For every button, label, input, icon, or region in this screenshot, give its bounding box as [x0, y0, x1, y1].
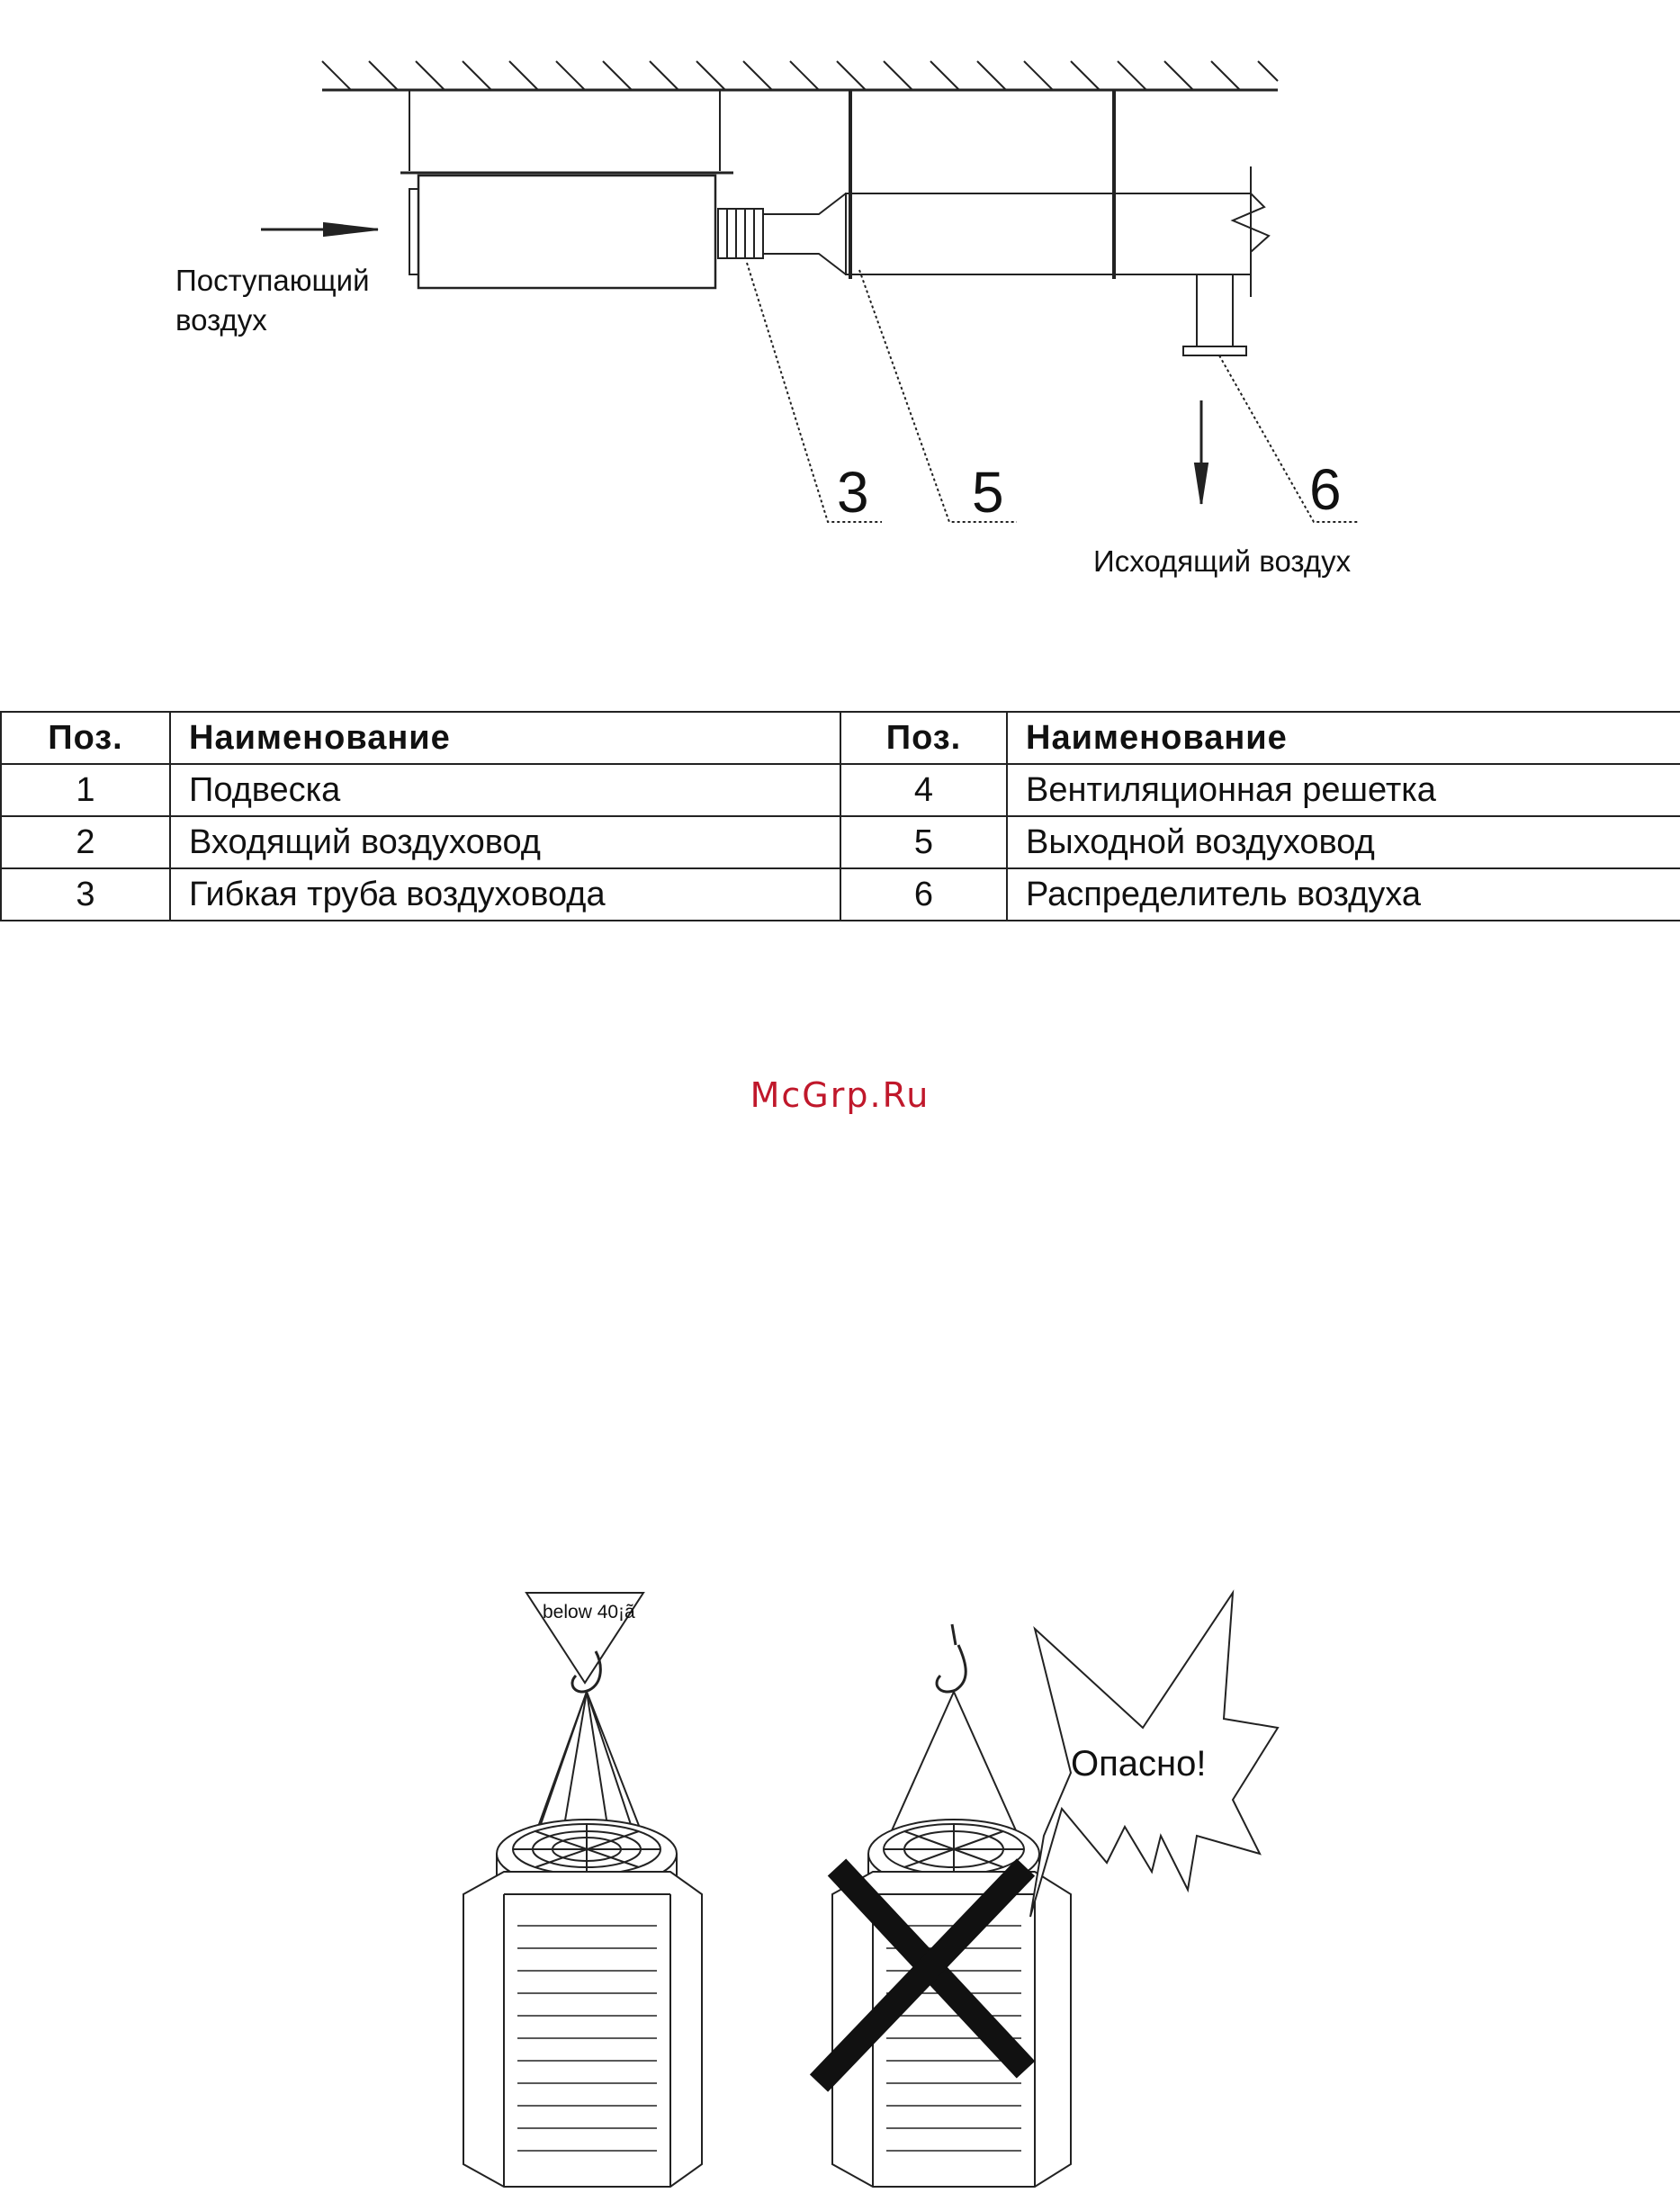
- table-header-row: Поз. Наименование Поз. Наименование: [1, 712, 1680, 764]
- header-pos-2: Поз.: [840, 712, 1007, 764]
- parts-table: Поз. Наименование Поз. Наименование 1 По…: [0, 711, 1680, 921]
- table-row: 2 Входящий воздуховод 5 Выходной воздухо…: [1, 816, 1680, 868]
- cell-pos: 6: [840, 868, 1007, 921]
- cell-pos: 3: [1, 868, 170, 921]
- inlet-label-line1: Поступающий: [175, 261, 370, 301]
- angle-label: below 40¡ã: [543, 1602, 635, 1623]
- table-row: 1 Подвеска 4 Вентиляционная решетка: [1, 764, 1680, 816]
- cell-name: Распределитель воздуха: [1007, 868, 1680, 921]
- outlet-duct: [846, 193, 1251, 274]
- correct-lifting-unit: [463, 1593, 702, 2187]
- inlet-label-line2: воздух: [175, 301, 370, 340]
- hook-right: [937, 1624, 966, 1692]
- cell-name: Вентиляционная решетка: [1007, 764, 1680, 816]
- lifting-diagram: [0, 1566, 1680, 2193]
- callout-6: 6: [1309, 461, 1342, 518]
- indoor-unit: [418, 175, 715, 288]
- cell-name: Гибкая труба воздуховода: [170, 868, 840, 921]
- cell-pos: 2: [1, 816, 170, 868]
- ceiling-hatching: [322, 61, 1278, 90]
- callout-5: 5: [972, 463, 1004, 521]
- header-name-1: Наименование: [170, 712, 840, 764]
- cell-pos: 4: [840, 764, 1007, 816]
- watermark-link[interactable]: McGrp.Ru: [0, 1075, 1680, 1115]
- callout-3: 3: [837, 463, 869, 521]
- table-row: 3 Гибкая труба воздуховода 6 Распределит…: [1, 868, 1680, 921]
- outlet-air-label: Исходящий воздух: [1093, 542, 1351, 581]
- flexible-pipe: [718, 209, 763, 258]
- air-distributor: [1197, 274, 1233, 346]
- cell-name: Входящий воздуховод: [170, 816, 840, 868]
- cell-pos: 5: [840, 816, 1007, 868]
- inlet-air-label: Поступающий воздух: [175, 261, 370, 340]
- header-name-2: Наименование: [1007, 712, 1680, 764]
- header-pos-1: Поз.: [1, 712, 170, 764]
- cell-name: Подвеска: [170, 764, 840, 816]
- cell-name: Выходной воздуховод: [1007, 816, 1680, 868]
- cell-pos: 1: [1, 764, 170, 816]
- danger-label: Опасно!: [1071, 1744, 1206, 1784]
